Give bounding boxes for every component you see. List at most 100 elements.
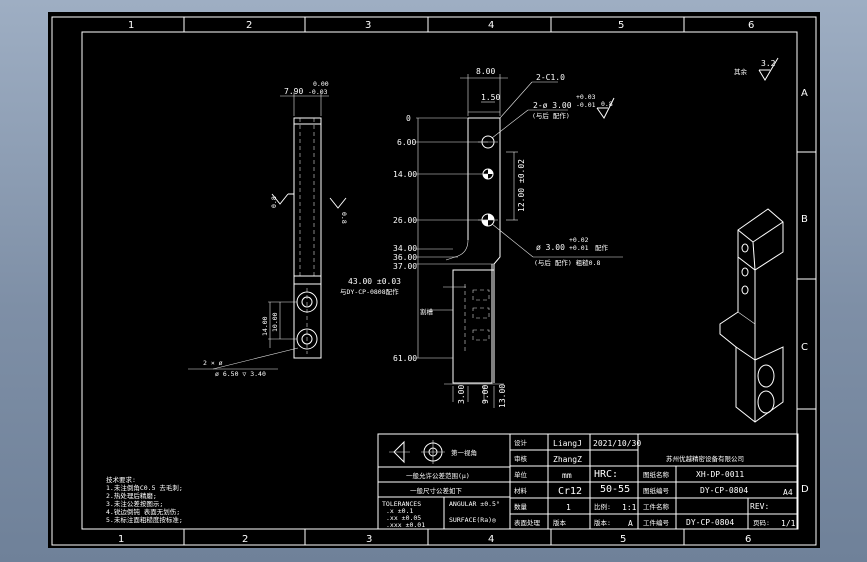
front-roughness-right: 0.8 — [340, 212, 348, 224]
front-width-tol-lower: -0.03 — [308, 88, 328, 96]
design-date: 2021/10/30 — [593, 439, 641, 448]
hrc-value: 50-55 — [600, 484, 630, 495]
zone-col-2-top: 2 — [246, 20, 252, 31]
svg-text:审核: 审核 — [514, 454, 528, 463]
svg-text:配作: 配作 — [595, 243, 609, 252]
side-hole-tol-lower: -0.01 — [576, 101, 596, 109]
svg-text:工件名称: 工件名称 — [643, 502, 670, 511]
svg-text:5.未标注面粗糙度按标准;: 5.未标注面粗糙度按标准; — [106, 515, 183, 524]
general-roughness-value: 3.2 — [761, 59, 776, 68]
technical-notes: 技术要求: 1.未注倒角C0.5 去毛刺; 2.热处理后精磨; 3.未注公差按图… — [106, 475, 183, 524]
zone-col-4-bottom: 4 — [488, 534, 494, 545]
svg-text:4.锐边倒钝 表面无划伤;: 4.锐边倒钝 表面无划伤; — [106, 507, 180, 516]
front-hole-spacing: 10.00 — [271, 312, 279, 332]
svg-text:一般尺寸公差如下: 一般尺寸公差如下 — [410, 486, 463, 495]
svg-text:(与后 配作) 粗糙0.8: (与后 配作) 粗糙0.8 — [534, 258, 600, 267]
front-hole-overall: 14.00 — [261, 316, 269, 336]
surface-label: SURFACE(Ra)◎ — [449, 516, 496, 524]
svg-text:技术要求:: 技术要求: — [106, 475, 136, 484]
svg-text:图纸编号: 图纸编号 — [643, 486, 670, 495]
zone-col-5-bottom: 5 — [620, 534, 626, 545]
drawing-canvas: 1 2 3 4 5 6 1 2 3 4 5 6 A B C D 其余 3.2 — [51, 16, 817, 546]
side-pitch: 12.00 ±0.02 — [517, 159, 526, 212]
general-roughness-symbol: 其余 3.2 — [734, 57, 779, 81]
side-hole-callout: 2-ø 3.00 — [533, 101, 572, 110]
zone-col-3-top: 3 — [365, 20, 371, 31]
ord-y-7: 61.00 — [393, 354, 417, 363]
side-offset: 1.50 — [481, 93, 500, 102]
svg-text:版本: 版本 — [553, 518, 567, 527]
zone-col-5-top: 5 — [618, 20, 624, 31]
svg-text:一般允许公差范围(μ): 一般允许公差范围(μ) — [406, 471, 470, 480]
unit-value: mm — [562, 471, 572, 480]
svg-text:表面处理: 表面处理 — [514, 518, 541, 527]
front-view-body — [293, 117, 322, 277]
side-bottom-dim-3: 13.00 — [498, 384, 507, 408]
side-view: 0 6.00 14.00 26.00 34.00 36.00 37.00 61.… — [340, 67, 623, 408]
ord-y-0: 0 — [406, 114, 411, 123]
drawing-sheet[interactable]: 1 2 3 4 5 6 1 2 3 4 5 6 A B C D 其余 3.2 — [48, 12, 820, 548]
svg-text:与DY-CP-0808配作: 与DY-CP-0808配作 — [340, 287, 399, 296]
side-chamfer: 2-C1.0 — [536, 73, 565, 82]
ord-y-4: 34.00 — [393, 244, 417, 253]
zone-col-6-top: 6 — [748, 20, 754, 31]
zone-col-6-bottom: 6 — [745, 534, 751, 545]
side-lower-hole: ø 3.00 — [536, 243, 565, 252]
drawing-no-1: XH-DP-0011 — [696, 470, 744, 479]
hrc-label: HRC: — [594, 469, 618, 480]
side-hole-tol-upper: +0.03 — [576, 93, 596, 101]
svg-text:割槽: 割槽 — [420, 307, 434, 316]
sheet-size: A4 — [783, 488, 793, 497]
isometric-view — [719, 208, 784, 423]
side-lower-tol-upper: +0.02 — [569, 236, 589, 244]
ord-y-2: 14.00 — [393, 170, 417, 179]
svg-text:苏州优越精密设备有限公司: 苏州优越精密设备有限公司 — [666, 454, 744, 463]
svg-text:3.未注公差按图示;: 3.未注公差按图示; — [106, 499, 163, 508]
svg-text:材料: 材料 — [514, 486, 528, 495]
svg-text:单位: 单位 — [514, 470, 528, 479]
angular-tolerance: ANGULAR ±0.5° — [449, 500, 500, 508]
svg-text:设计: 设计 — [514, 438, 528, 447]
svg-text:第一视角: 第一视角 — [451, 448, 477, 457]
side-hole-roughness: 0.8 — [601, 100, 613, 108]
tolerance-label: TOLERANCES — [382, 500, 421, 508]
svg-text:2.热处理后精磨;: 2.热处理后精磨; — [106, 491, 157, 500]
designer-value: LiangJ — [553, 439, 582, 448]
tolerance-xxx: .xxx ±0.01 — [386, 521, 425, 529]
scale-value: 1:1 — [622, 503, 637, 512]
svg-text:工件编号: 工件编号 — [643, 518, 670, 527]
zone-col-1-bottom: 1 — [118, 534, 124, 545]
tolerance-x: .x ±0.1 — [386, 507, 413, 515]
zone-col-2-bottom: 2 — [242, 534, 248, 545]
svg-text:版本:: 版本: — [594, 518, 611, 527]
rev-label: REV: — [750, 502, 769, 511]
side-bottom-dim-1: 3.00 — [457, 385, 466, 404]
side-view-outline — [452, 117, 501, 384]
ord-y-6: 37.00 — [393, 262, 417, 271]
svg-text:比例:: 比例: — [594, 502, 611, 511]
zone-row-b: B — [801, 214, 808, 225]
front-roughness-left: 0.8 — [270, 196, 278, 208]
material-value: Cr12 — [558, 486, 582, 497]
side-slot-dim: 43.00 ±0.03 — [348, 277, 401, 286]
zone-ticks — [183, 17, 816, 545]
zone-col-1-top: 1 — [128, 20, 134, 31]
checker-value: ZhangZ — [553, 455, 582, 464]
title-block: 第一视角 一般允许公差范围(μ) 一般尺寸公差如下 TOLERANCES .x … — [377, 433, 799, 530]
quantity-value: 1 — [566, 503, 571, 512]
zone-row-d: D — [801, 484, 809, 495]
ord-y-5: 36.00 — [393, 253, 417, 262]
zone-col-3-bottom: 3 — [366, 534, 372, 545]
front-hole-note: ø 6.50 ▽ 3.40 — [215, 370, 266, 378]
side-lower-tol-lower: +0.01 — [569, 244, 589, 252]
side-top-width: 8.00 — [476, 67, 495, 76]
drawing-no-3: DY-CP-0804 — [686, 518, 734, 527]
ord-y-1: 6.00 — [397, 138, 416, 147]
outer-border — [51, 16, 817, 546]
front-view-lower-block — [293, 275, 322, 359]
svg-text:图纸名称: 图纸名称 — [643, 470, 670, 479]
svg-text:数量: 数量 — [514, 502, 528, 511]
front-view: 7.90 0.00 -0.03 0.8 0.8 10.00 14.00 — [188, 80, 348, 378]
svg-text:(与后 配作): (与后 配作) — [532, 111, 570, 120]
